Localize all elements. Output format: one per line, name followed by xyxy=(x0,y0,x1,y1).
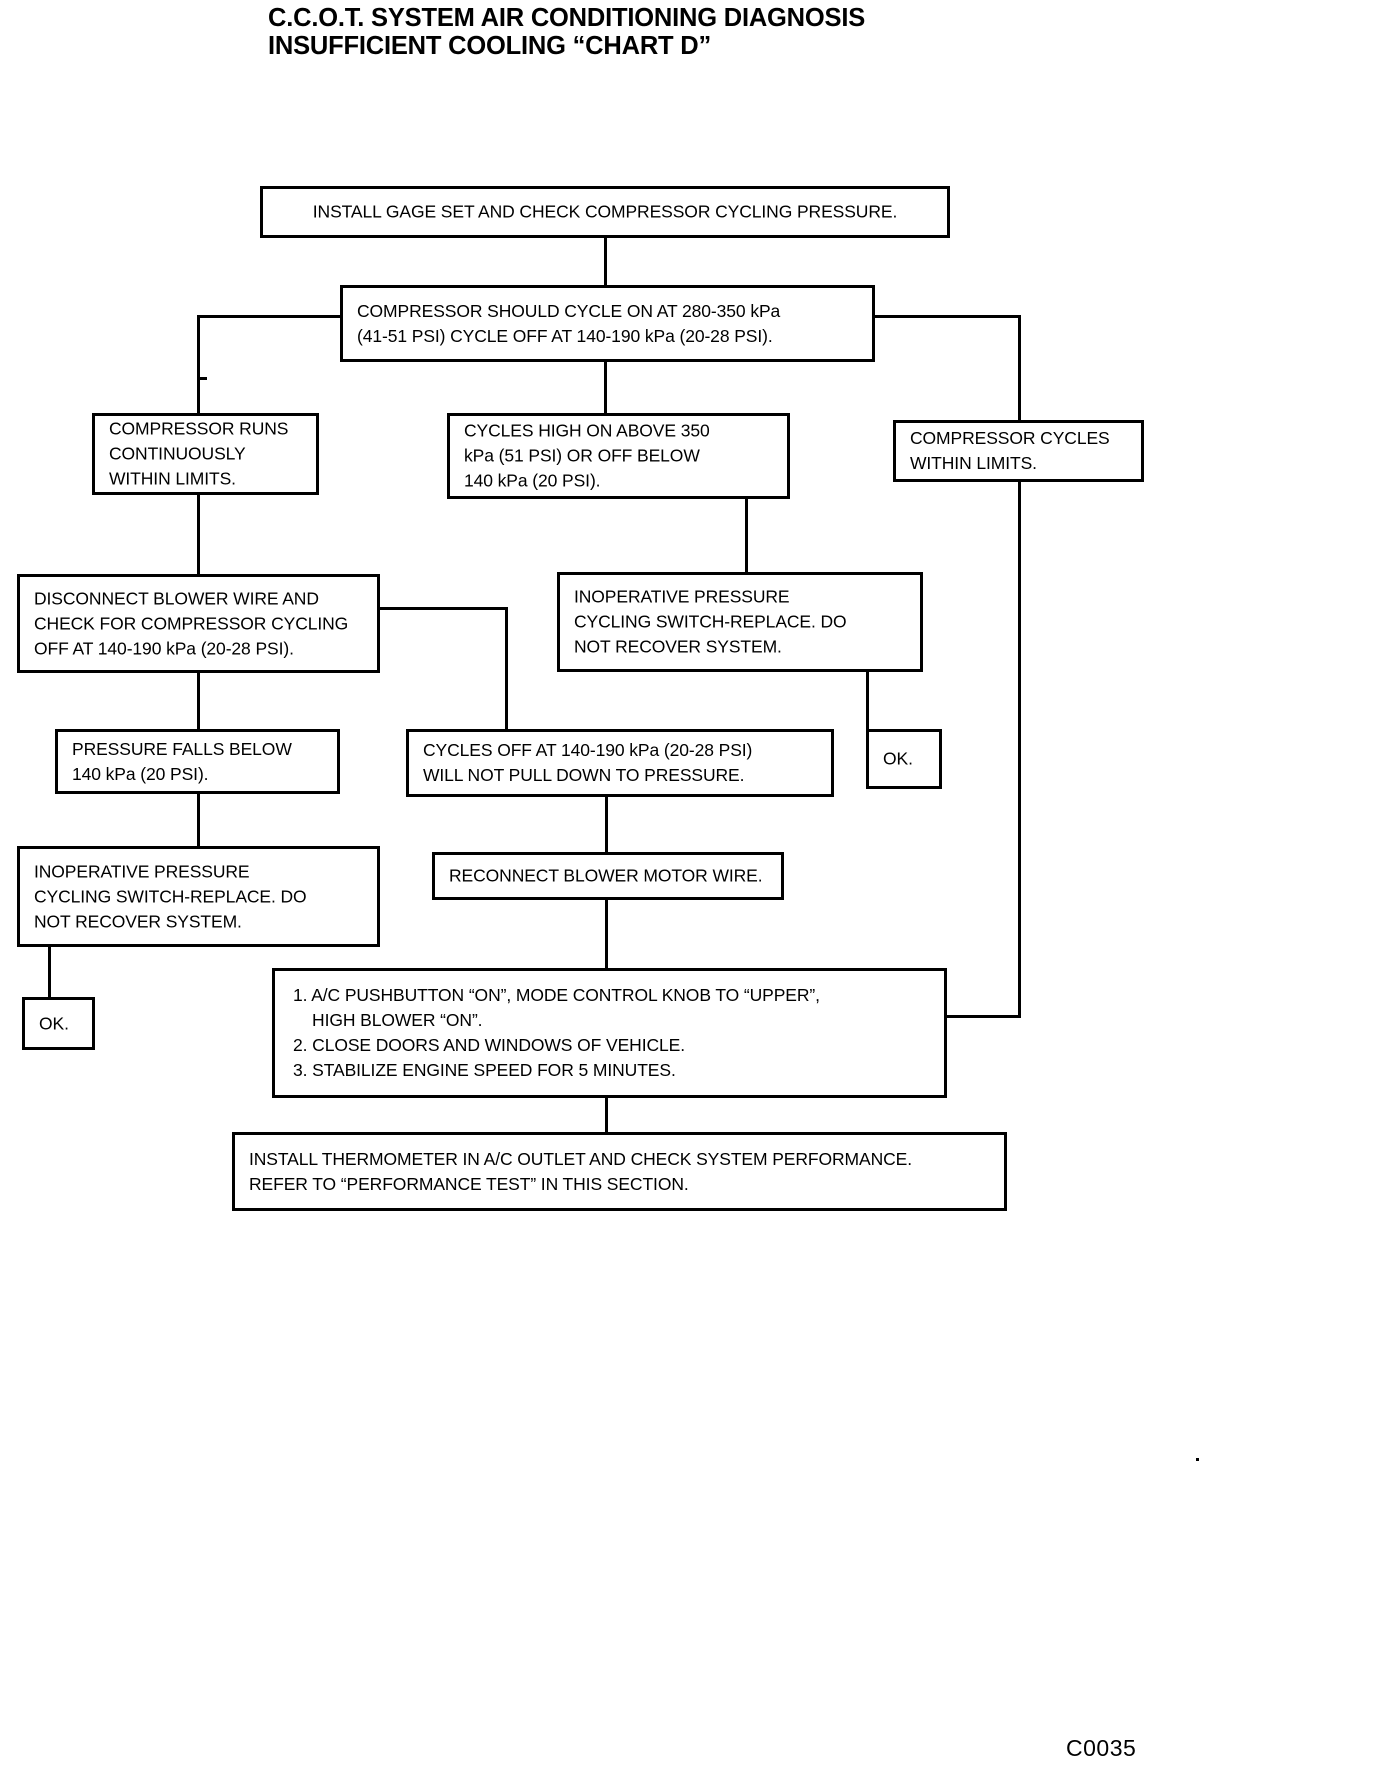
figure-code: C0035 xyxy=(1066,1735,1137,1761)
node-disconnect-blower-text: DISCONNECT BLOWER WIRE AND CHECK FOR COM… xyxy=(34,588,349,658)
edge-inop-switch-right-to-ok xyxy=(866,672,869,729)
node-cycles-high[interactable]: CYCLES HIGH ON ABOVE 350 kPa (51 PSI) OR… xyxy=(447,413,790,499)
edge-cycle-spec-right-down xyxy=(1018,315,1021,420)
node-cycles-within-limits[interactable]: COMPRESSOR CYCLES WITHIN LIMITS. xyxy=(893,420,1144,482)
edge-cycles-high-to-inop-switch xyxy=(745,499,748,572)
node-cycles-within-limits-text: COMPRESSOR CYCLES WITHIN LIMITS. xyxy=(910,428,1110,473)
node-inop-switch-left-text: INOPERATIVE PRESSURE CYCLING SWITCH-REPL… xyxy=(34,861,307,931)
node-cycles-off-no-pulldown[interactable]: CYCLES OFF AT 140-190 kPa (20-28 PSI) WI… xyxy=(406,729,834,797)
node-ok-left[interactable]: OK. xyxy=(22,997,95,1050)
edge-cycles-within-limits-to-procedure xyxy=(943,1015,1021,1018)
edge-runs-continuously-stem xyxy=(197,377,200,415)
node-cycles-off-no-pulldown-text: CYCLES OFF AT 140-190 kPa (20-28 PSI) WI… xyxy=(423,740,753,785)
chart-title-line-2: INSUFFICIENT COOLING “CHART D” xyxy=(268,32,712,60)
node-ok-right-text: OK. xyxy=(883,748,913,769)
node-cycle-spec[interactable]: COMPRESSOR SHOULD CYCLE ON AT 280-350 kP… xyxy=(340,285,875,362)
node-install-gage[interactable]: INSTALL GAGE SET AND CHECK COMPRESSOR CY… xyxy=(260,186,950,238)
node-procedure-list-text: 1. A/C PUSHBUTTON “ON”, MODE CONTROL KNO… xyxy=(293,985,820,1080)
edge-cycle-spec-left-to-node xyxy=(197,377,207,380)
node-pressure-falls-text: PRESSURE FALLS BELOW 140 kPa (20 PSI). xyxy=(72,738,292,784)
node-procedure-list[interactable]: 1. A/C PUSHBUTTON “ON”, MODE CONTROL KNO… xyxy=(272,968,947,1098)
chart-title: C.C.O.T. SYSTEM AIR CONDITIONING DIAGNOS… xyxy=(268,4,1068,60)
node-runs-continuously-text: COMPRESSOR RUNS CONTINUOUSLY WITHIN LIMI… xyxy=(109,418,289,489)
node-install-thermometer[interactable]: INSTALL THERMOMETER IN A/C OUTLET AND CH… xyxy=(232,1132,1007,1211)
node-ok-right[interactable]: OK. xyxy=(866,729,942,789)
node-reconnect-blower-text: RECONNECT BLOWER MOTOR WIRE. xyxy=(449,865,763,886)
node-inop-switch-left[interactable]: INOPERATIVE PRESSURE CYCLING SWITCH-REPL… xyxy=(17,846,380,947)
edge-inop-switch-left-to-ok xyxy=(48,947,51,997)
node-disconnect-blower[interactable]: DISCONNECT BLOWER WIRE AND CHECK FOR COM… xyxy=(17,574,380,673)
edge-cycle-spec-left-bus xyxy=(197,315,342,318)
node-cycles-high-text: CYCLES HIGH ON ABOVE 350 kPa (51 PSI) OR… xyxy=(464,420,710,491)
edge-disconnect-right-bus xyxy=(380,607,508,610)
node-runs-continuously[interactable]: COMPRESSOR RUNS CONTINUOUSLY WITHIN LIMI… xyxy=(92,413,319,495)
node-inop-switch-right-text: INOPERATIVE PRESSURE CYCLING SWITCH-REPL… xyxy=(574,586,847,657)
edge-cycle-spec-right-bus xyxy=(875,315,1021,318)
edge-runs-continuously-to-disconnect xyxy=(197,495,200,574)
node-install-thermometer-text: INSTALL THERMOMETER IN A/C OUTLET AND CH… xyxy=(249,1148,913,1194)
node-install-gage-text: INSTALL GAGE SET AND CHECK COMPRESSOR CY… xyxy=(312,201,898,222)
edge-install-gage-to-cycle-spec xyxy=(604,238,607,285)
node-reconnect-blower[interactable]: RECONNECT BLOWER MOTOR WIRE. xyxy=(432,852,784,900)
edge-pressure-falls-to-inop-switch xyxy=(197,794,200,846)
edge-cycles-within-limits-rail xyxy=(1018,482,1021,1018)
edge-cycle-spec-to-cycles-high xyxy=(604,362,607,415)
edge-cycle-spec-left-down xyxy=(197,315,200,415)
node-pressure-falls[interactable]: PRESSURE FALLS BELOW 140 kPa (20 PSI). xyxy=(55,729,340,794)
edge-disconnect-to-pressure-falls xyxy=(197,673,200,729)
node-inop-switch-right[interactable]: INOPERATIVE PRESSURE CYCLING SWITCH-REPL… xyxy=(557,572,923,672)
chart-title-line-1: C.C.O.T. SYSTEM AIR CONDITIONING DIAGNOS… xyxy=(268,4,866,32)
edge-procedure-to-thermometer xyxy=(605,1098,608,1132)
node-cycle-spec-text: COMPRESSOR SHOULD CYCLE ON AT 280-350 kP… xyxy=(357,300,781,346)
scan-artifact-speck xyxy=(1196,1458,1199,1461)
edge-disconnect-right-down xyxy=(505,607,508,729)
node-ok-left-text: OK. xyxy=(39,1013,69,1033)
edge-reconnect-to-procedure xyxy=(605,900,608,968)
edge-cycles-off-to-reconnect xyxy=(605,797,608,852)
